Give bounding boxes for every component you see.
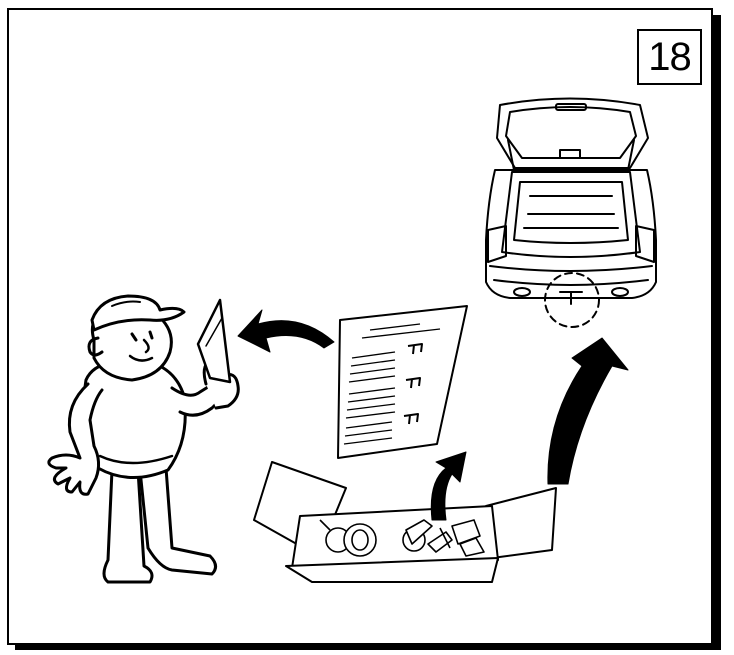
box-icon <box>253 461 557 583</box>
document-icon <box>337 305 468 459</box>
step-number-badge: 18 <box>637 29 702 85</box>
car-rear-icon <box>485 97 657 328</box>
curved-arrow-icon <box>237 309 629 521</box>
step-number: 18 <box>648 34 691 79</box>
technician-icon <box>47 294 240 584</box>
